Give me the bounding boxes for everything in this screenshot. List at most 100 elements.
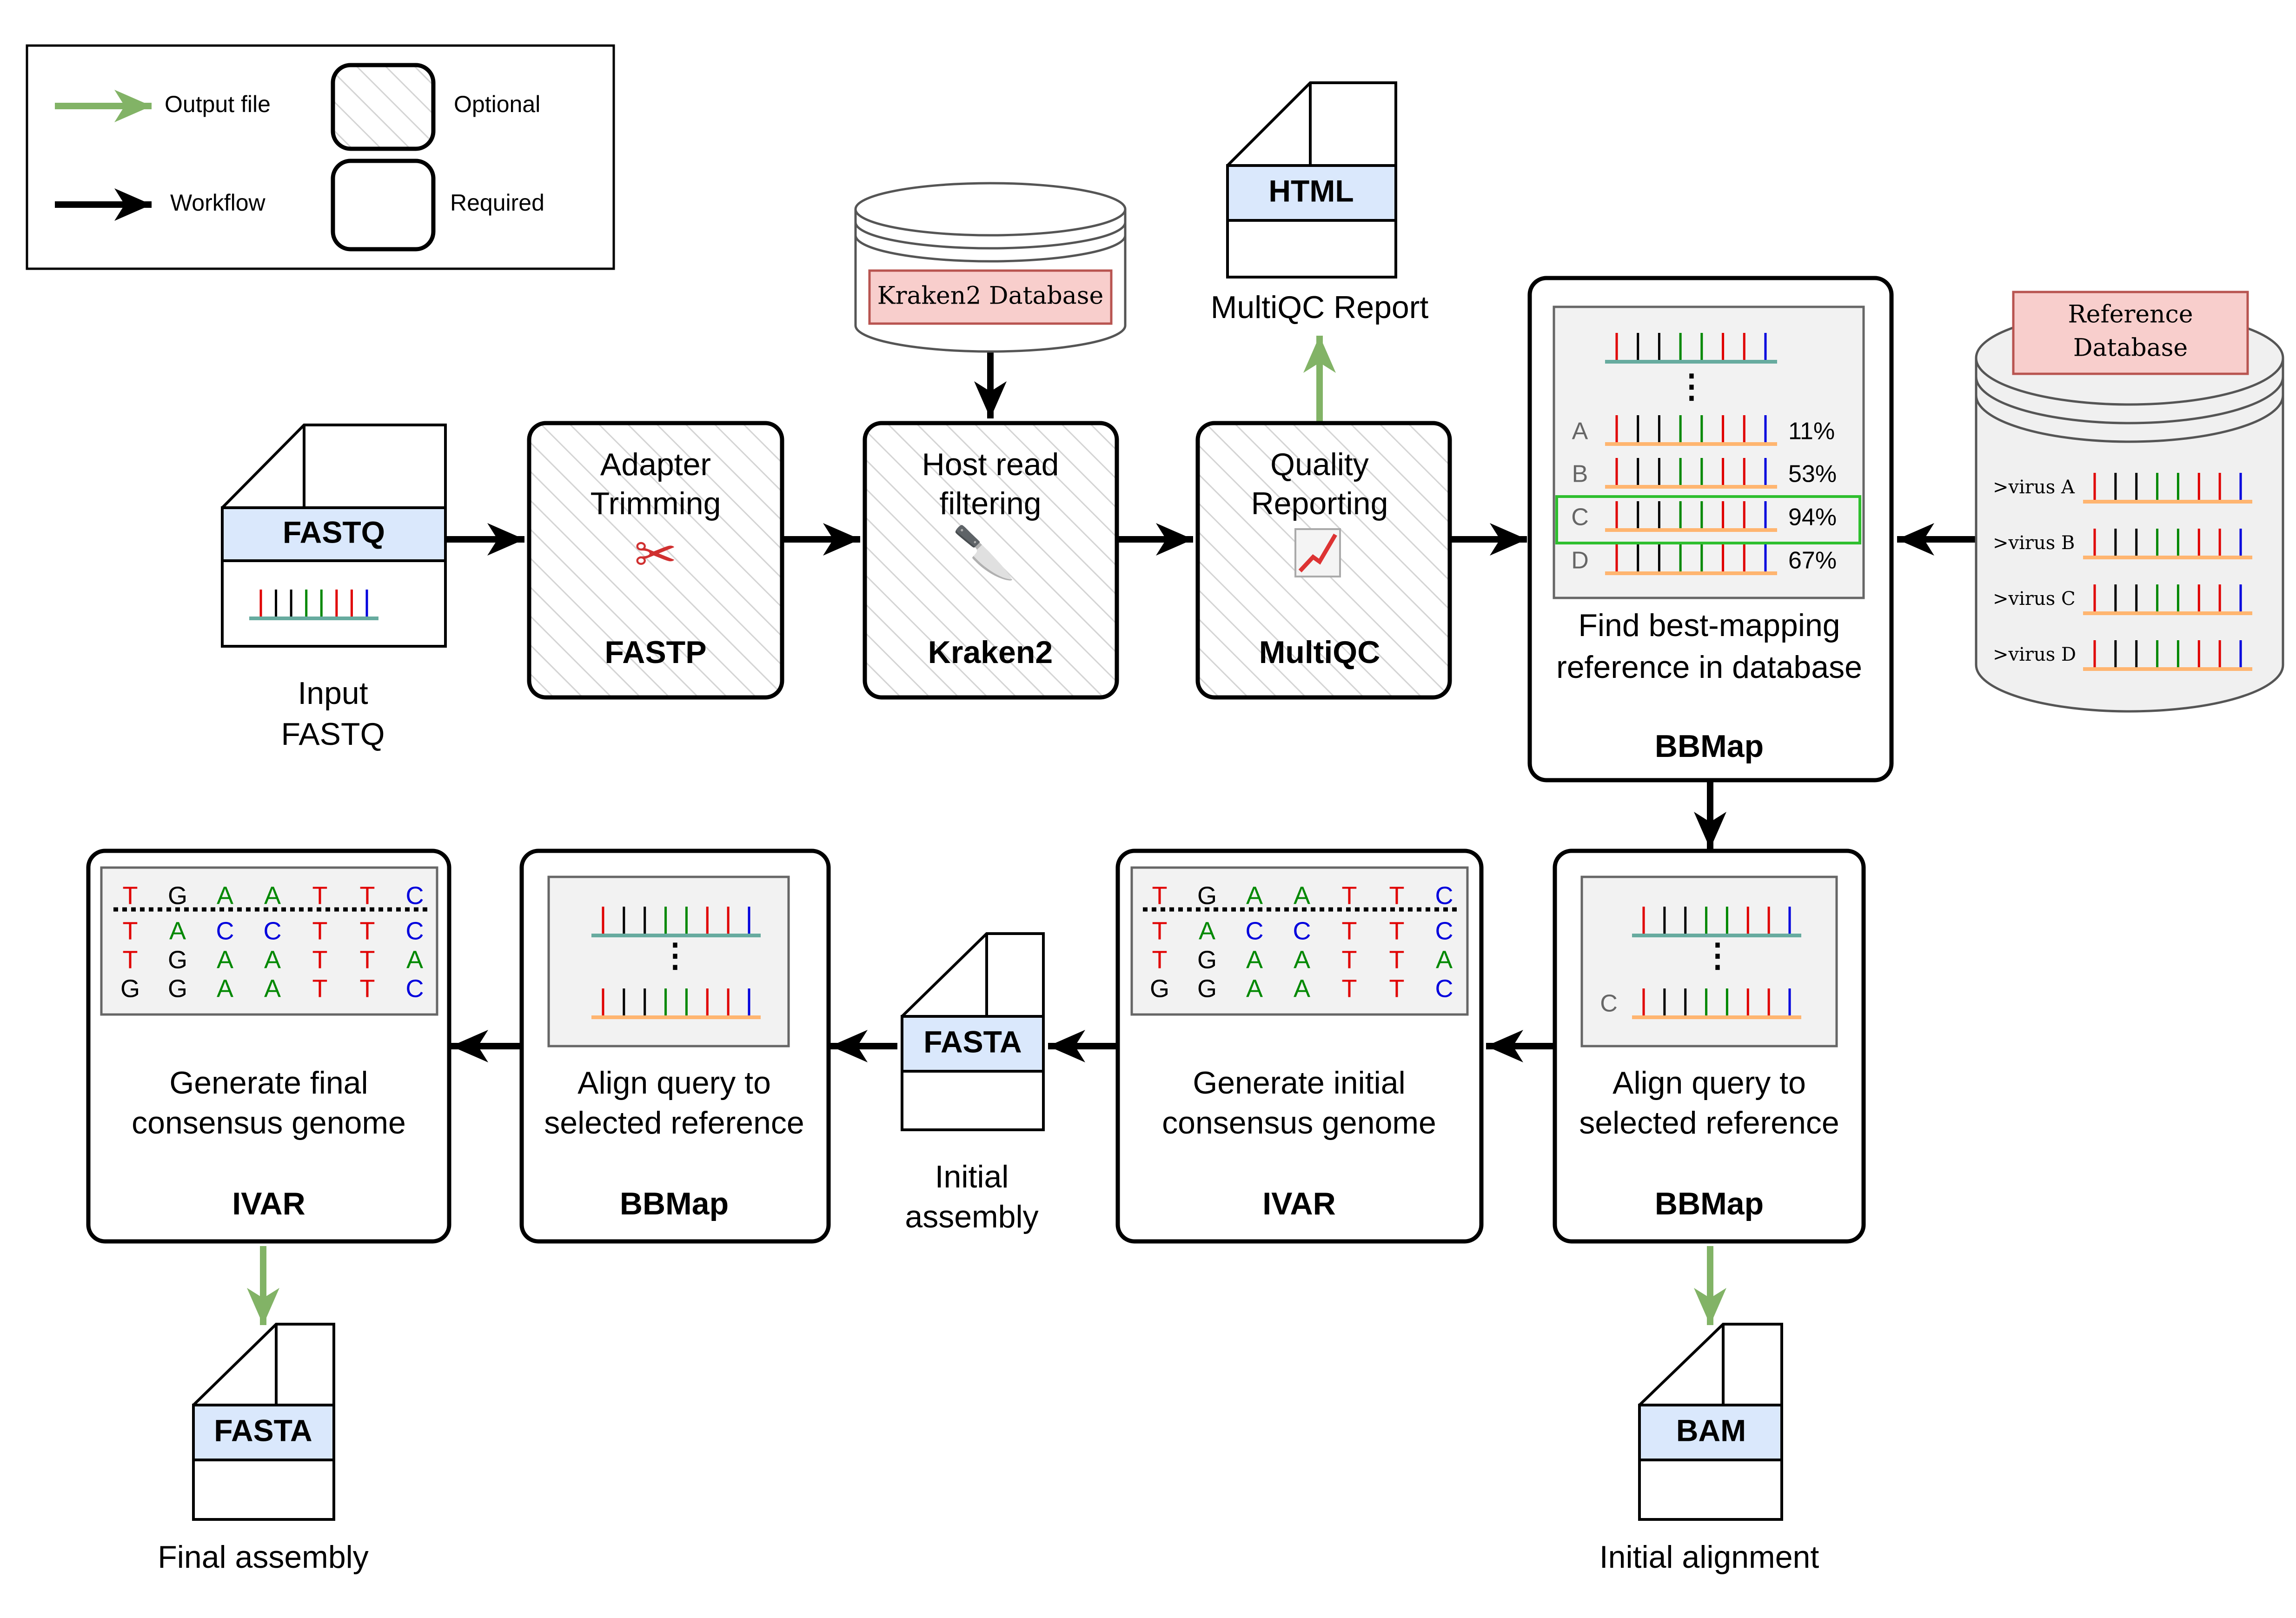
consensus-base: A [264,882,281,909]
file-type-label: HTML [1268,173,1354,208]
read-base: G [1150,975,1169,1002]
step-align-final: ⋮ Align query to selected reference BBMa… [519,849,831,1244]
read-base: T [1152,917,1168,945]
read-base: T [1342,917,1357,945]
legend-workflow-label: Workflow [170,190,266,216]
query-read-icon [1632,907,1801,937]
workflow-arrows [445,351,1976,1062]
virus-entry: >virus B [1993,529,2252,559]
virus-entry: >virus A [1993,473,2252,504]
required-swatch [331,159,436,252]
read-base: T [1152,946,1168,974]
consensus-base: T [1389,882,1405,909]
step-label-line1: Adapter [600,447,711,482]
read-base: G [120,975,140,1002]
step-label-line2: consensus genome [1162,1105,1436,1141]
step-label-line1: Find best-mapping [1578,608,1840,643]
scissors-icon: ✂ [634,524,677,584]
reference-letter: C [1600,990,1618,1017]
input-caption-line2: FASTQ [281,716,385,752]
step-label-line2: Reporting [1251,486,1388,521]
virus-entry: >virus D [1993,640,2252,671]
read-base: G [168,975,187,1002]
step-quality-reporting: Quality Reporting MultiQC [1195,421,1452,700]
reference-letter: B [1572,461,1588,488]
file-type-label: BAM [1676,1413,1746,1447]
initial-assembly-caption-line1: Initial [935,1159,1009,1194]
consensus-base: A [1294,882,1310,909]
virus-entry: >virus C [1993,584,2252,615]
final-assembly-file: FASTA [192,1323,335,1521]
step-label-line1: Align query to [1613,1065,1806,1101]
file-type-label: FASTA [214,1413,312,1447]
reference-sequence-icon [2083,473,2252,504]
database-label-line2: Database [2073,334,2188,362]
legend-optional-label: Optional [454,91,540,117]
mapping-percent: 53% [1788,461,1837,488]
reference-letter: A [1572,418,1588,445]
read-base: A [1294,975,1310,1002]
optional-swatch [331,63,436,151]
query-read-icon [591,907,761,937]
consensus-base: T [360,882,375,909]
step-label-line1: Align query to [577,1065,771,1101]
consensus-base: A [1246,882,1263,909]
input-fastq-file: FASTQ [221,424,447,648]
read-base: T [1389,946,1405,974]
input-caption-line1: Input [298,676,368,711]
consensus-base: C [406,882,424,909]
read-base: G [168,946,187,974]
reference-sequence-icon [1605,415,1777,446]
ellipsis-icon: ⋮ [1675,368,1708,404]
step-label-line2: reference in database [1556,650,1862,685]
read-base: A [264,946,281,974]
consensus-base: C [1435,882,1453,909]
consensus-base: G [1197,882,1217,909]
read-base: T [1389,975,1405,1002]
step-host-read-filtering: Host read filtering 🔪 Kraken2 [863,421,1119,700]
read-base: T [1389,917,1405,945]
legend-required-label: Required [450,190,544,216]
read-base: A [1246,946,1263,974]
reference-sequence-icon [1605,544,1777,575]
tool-name: BBMap [1655,729,1764,764]
reference-sequence-icon [1632,988,1801,1019]
reference-sequence-icon [2083,640,2252,671]
multiqc-html-file: HTML [1226,81,1397,279]
read-base: C [216,917,234,945]
virus-name: >virus D [1993,644,2076,665]
step-adapter-trimming: Adapter Trimming ✂ FASTP [527,421,784,700]
reference-sequence-icon [591,988,761,1019]
mapping-percent: 67% [1788,547,1837,574]
step-align-initial: ⋮ C Align query to selected reference BB… [1553,849,1866,1244]
read-base: A [1436,946,1453,974]
file-type-label: FASTA [923,1024,1022,1059]
bam-output-file: BAM [1638,1323,1783,1521]
read-base: T [1342,975,1357,1002]
tool-name: FASTP [604,635,706,670]
read-base: C [264,917,282,945]
initial-assembly-caption-line2: assembly [905,1199,1038,1234]
read-base: T [360,917,375,945]
reference-sequence-icon [2083,529,2252,559]
multiqc-report-caption: MultiQC Report [1211,290,1429,325]
tool-name: BBMap [1655,1186,1764,1221]
read-base: A [169,917,186,945]
query-read-icon [1605,333,1777,364]
read-base: T [123,946,138,974]
reference-database: Reference Database >virus A>virus B>viru… [1975,291,2284,713]
read-base: A [406,946,423,974]
legend-output-label: Output file [165,91,271,117]
read-base: C [1435,917,1453,945]
consensus-base: G [168,882,187,909]
reference-row: B 53% [1572,458,1837,489]
read-base: C [1246,917,1264,945]
consensus-base: T [312,882,328,909]
tool-name: IVAR [1262,1186,1335,1221]
